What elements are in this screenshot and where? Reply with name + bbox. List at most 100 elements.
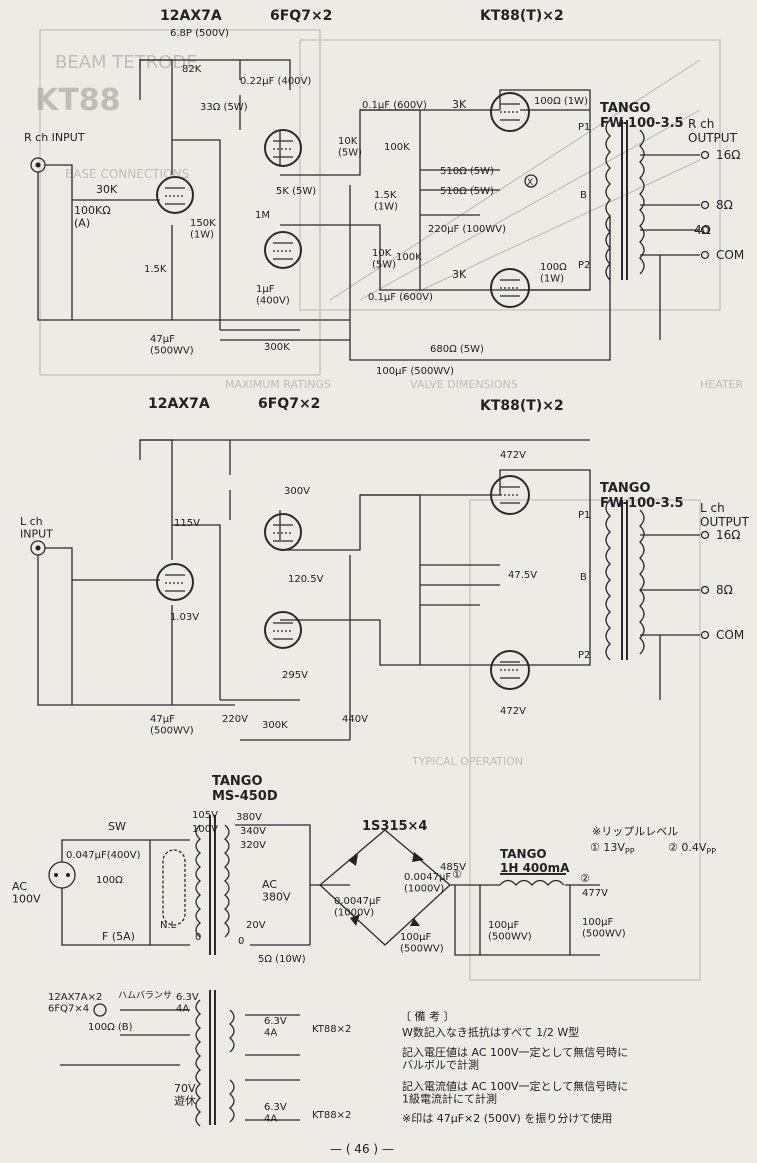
r-r-10k-a-line: 10K (338, 136, 358, 147)
r-p2: P2 (578, 260, 590, 271)
r-6fq7-lower-tube (264, 231, 302, 269)
ps-h2-line: 4A (264, 1028, 277, 1039)
r-vol-line: (A) (74, 217, 90, 230)
ps-sac380-line: AC (262, 878, 277, 891)
r-tube2-label: 6FQ7×2 (270, 8, 332, 24)
ps-s380: 380V (236, 812, 262, 823)
ps-c100b: 100μF(500WV) (488, 920, 532, 943)
bg-base-connections: BASE CONNECTIONS (65, 167, 189, 181)
bridge-rectifier (319, 829, 451, 946)
r-output-label-line: R ch (688, 117, 714, 131)
ps-c100b-line: (500WV) (488, 932, 532, 943)
l-tap-8: 8Ω (716, 583, 733, 597)
ps-ac-line: 100V (12, 893, 41, 906)
r-p1: P1 (578, 122, 590, 133)
r-r-15k-1w-line: (1W) (374, 202, 398, 213)
l-tube1-label: 12AX7A (148, 396, 210, 412)
ps-v485: 485V (440, 862, 466, 873)
l-tube2-label: 6FQ7×2 (258, 396, 320, 412)
ps-s0: 0 (238, 936, 244, 947)
ps-kt-a: KT88×2 (312, 1024, 351, 1035)
r-r-510-a: 510Ω (5W) (440, 166, 494, 177)
r-r-33: 33Ω (5W) (200, 102, 248, 113)
r-tap-16: 16Ω (716, 148, 740, 162)
ps-s320: 320V (240, 840, 266, 851)
l-v472-bot: 472V (500, 706, 526, 717)
r-r-3k-b: 3K (452, 268, 467, 281)
ac-input-jack (48, 861, 76, 889)
r-r-100-b-line: (1W) (540, 274, 564, 285)
note-1: W数記入なき抵抗はすべて 1/2 W型 (402, 1025, 579, 1039)
ps-fuse: F (5A) (102, 930, 135, 943)
r-c-100u: 100μF (500WV) (376, 366, 454, 377)
ps-ac-line: AC (12, 880, 27, 893)
l-tube3-label: KT88(T)×2 (480, 398, 564, 414)
ps-transformer-label-line: MS-450D (212, 789, 278, 804)
r-x-mark-circle (524, 174, 538, 188)
r-tap-8: 8Ω (716, 198, 733, 212)
ps-ripple1-text: ① 13VPP (590, 841, 635, 856)
r-r-150k: 150K(1W) (190, 218, 216, 241)
ps-c-d2-line: 0.0047μF (334, 896, 381, 907)
background-datasheet: BEAM TETRODE KT88 BASE CONNECTIONS MAXIM… (35, 29, 744, 981)
r-vol: 100KΩ(A) (74, 204, 111, 230)
r-c-47u-line: (500WV) (150, 346, 194, 357)
note-2-line: 記入電圧値は AC 100V一定として無信号時に (402, 1045, 628, 1059)
l-v47-5: 47.5V (508, 570, 537, 581)
r-input-line1: R ch INPUT (24, 131, 85, 144)
ps-c-d1-line: 0.0047μF (404, 872, 451, 883)
l-kt88-upper-tube (490, 475, 530, 515)
l-6fq7-upper-tube (264, 513, 302, 551)
ps-c100a: 100μF(500WV) (400, 932, 444, 955)
hum-balancer-x-icon (93, 1003, 107, 1017)
l-output-taps: 16Ω 8Ω COM (700, 528, 744, 642)
ps-ripple2-text: ② 0.4VPP (668, 841, 716, 856)
l-output-transformer (605, 499, 645, 661)
ps-c100c-line: 100μF (582, 917, 613, 928)
ps-h3-line: 4A (264, 1114, 277, 1125)
r-c-220: 220μF (100WV) (428, 224, 506, 235)
r-r-100-a: 100Ω (1W) (534, 96, 588, 107)
l-b: B (580, 572, 587, 583)
l-input-label-line: INPUT (20, 528, 53, 541)
ps-heater-left-line: 6FQ7×4 (48, 1004, 89, 1015)
ps-h1-line: 6.3V (176, 992, 199, 1003)
r-transformer-label-line: FW-100-3.5 (600, 116, 684, 131)
l-v300: 300V (284, 486, 310, 497)
ps-c-d2-line: (1000V) (334, 908, 374, 919)
l-tap-16: 16Ω (716, 528, 740, 542)
r-r-150k-line: (1W) (190, 230, 214, 241)
l-input-label-line: L ch (20, 515, 43, 528)
ps-c100c-line: (500WV) (582, 929, 626, 940)
r-r-15k-1w: 1.5K(1W) (374, 190, 398, 213)
l-v472-top: 472V (500, 450, 526, 461)
ps-kt-b: KT88×2 (312, 1110, 351, 1121)
r-vol-line: 100KΩ (74, 204, 111, 217)
ps-c-d2: 0.0047μF(1000V) (334, 896, 381, 919)
ps-node1: ① (452, 868, 462, 881)
r-r-10k-b-line: (5W) (372, 260, 396, 271)
r-c-couple: 0.22μF (400V) (240, 76, 311, 87)
r-tube1-label: 12AX7A (160, 8, 222, 24)
ps-hum-balancer: ハムバランサ (118, 990, 172, 1001)
r-output-taps: 16Ω 8Ω 4Ω COM (694, 148, 744, 262)
l-v1-03: 1.03V (170, 612, 199, 623)
r-r-510-b: 510Ω (5W) (440, 186, 494, 197)
r-r-150k-line: 150K (190, 218, 216, 229)
r-tap-com: COM (716, 248, 744, 262)
ps-choke-label-line: TANGO (500, 847, 547, 861)
ps-ripple1-sub: PP (625, 847, 635, 856)
ps-rectifier-label: 1S315×4 (362, 819, 427, 834)
r-r-100-b: 100Ω(1W) (540, 262, 567, 285)
r-input-jack (30, 157, 46, 173)
ps-sw: SW (108, 820, 126, 833)
ps-transformer-label-line: TANGO (212, 774, 263, 789)
